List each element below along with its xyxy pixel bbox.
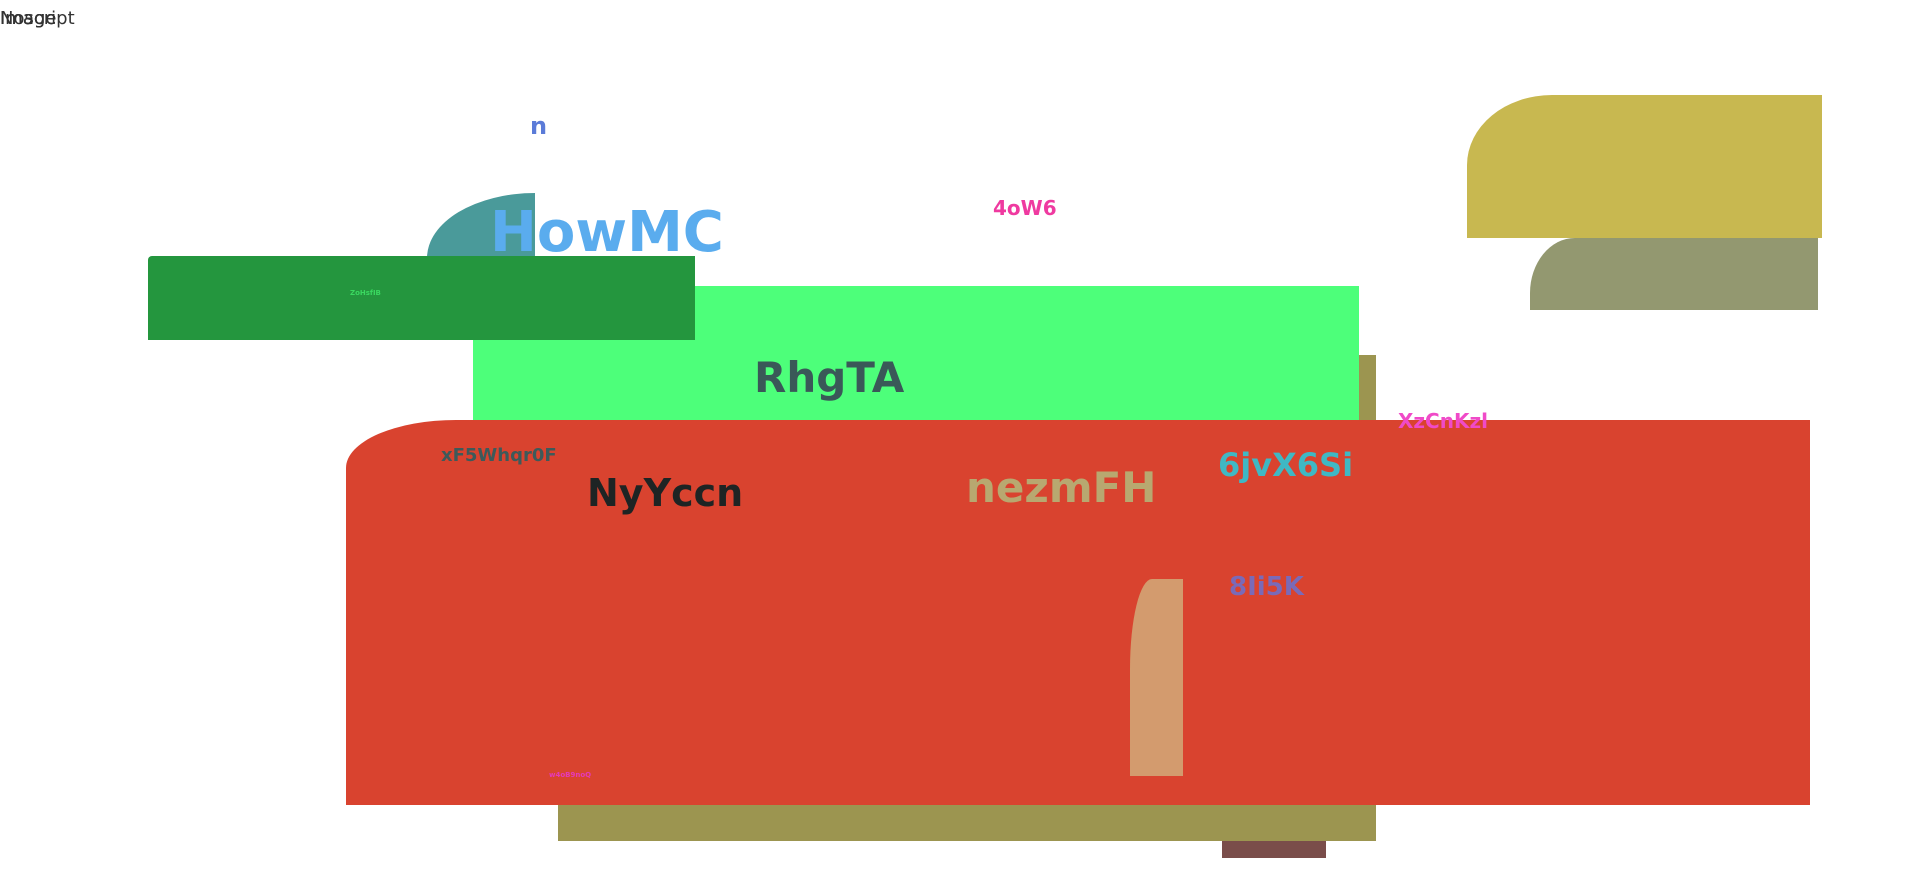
image-alt-label: Image	[0, 8, 57, 29]
label-zo: ZoHsfIB	[350, 289, 381, 297]
label-xzcnkzl: XzCnKzl	[1398, 409, 1488, 433]
label-nezmfh: nezmFH	[966, 463, 1157, 512]
noscript-label: Noscript	[0, 8, 75, 29]
olive-strip-bottom	[558, 800, 1376, 841]
label-n: n	[530, 112, 548, 140]
red-block	[346, 420, 1810, 805]
label-6jvx6si: 6jvX6Si	[1218, 446, 1354, 484]
tan-pill	[1130, 579, 1183, 776]
label-rhgta: RhgTA	[754, 353, 905, 402]
olive-strip-right	[1358, 355, 1376, 435]
image-alt-label: Image	[0, 8, 57, 29]
image-alt-label: Image	[0, 8, 57, 29]
label-small-pink: w4oB9noQ	[549, 771, 592, 779]
khaki-block	[1530, 238, 1818, 310]
label-howmc: HowMC	[490, 200, 724, 265]
green-bar	[148, 256, 695, 340]
label-nyyccn: NyYccn	[587, 471, 744, 515]
label-xf5: xF5Whqr0F	[441, 445, 557, 466]
mustard-block	[1467, 95, 1822, 238]
label-4ow6: 4oW6	[993, 196, 1057, 220]
label-8ii5k: 8Ii5K	[1229, 572, 1304, 602]
brown-block	[1222, 841, 1326, 858]
